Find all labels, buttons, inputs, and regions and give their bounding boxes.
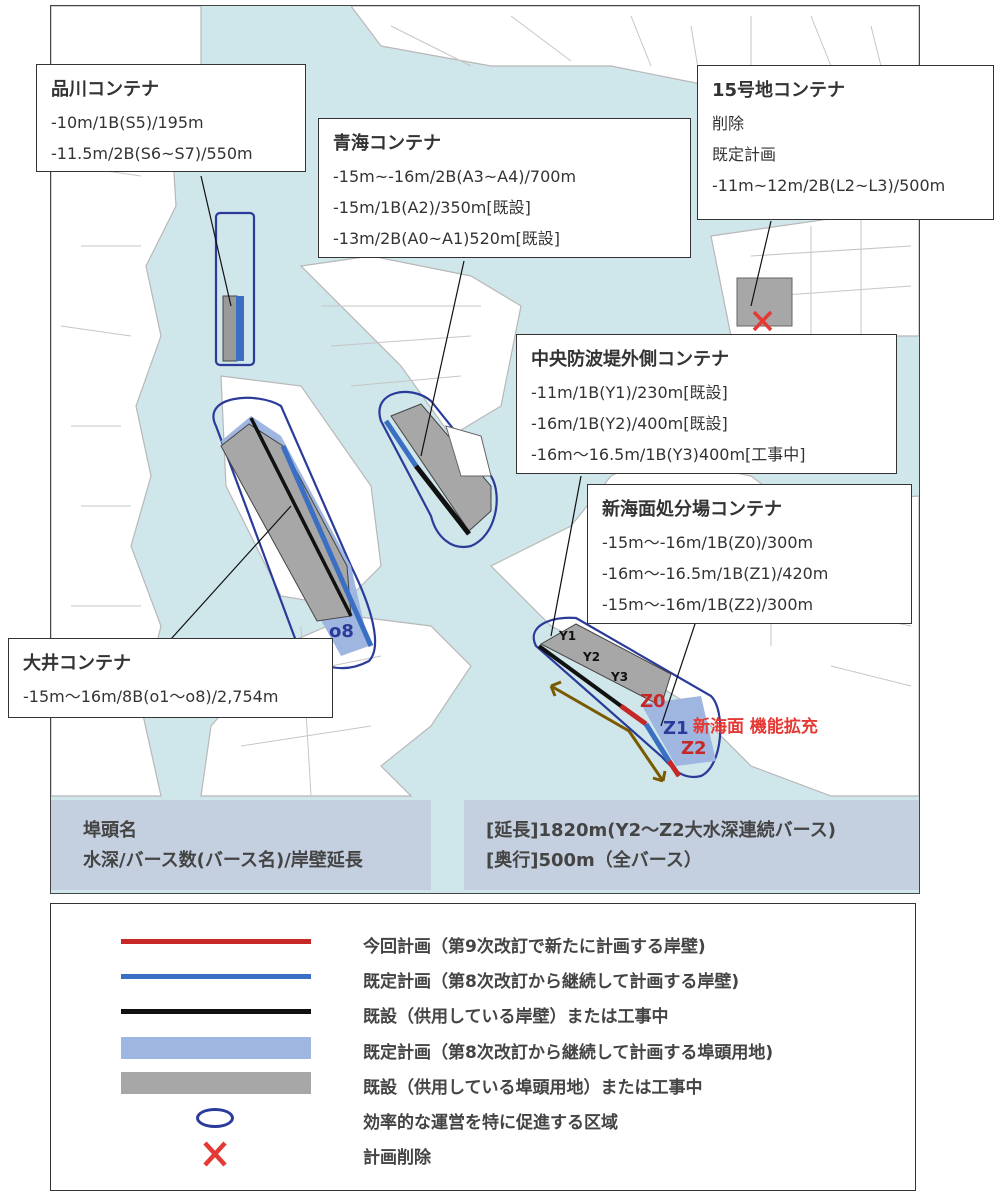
key-box-dimensions: [延長]1820m(Y2〜Z2大水深連続バース) [奥行]500m（全バース） — [464, 800, 919, 890]
callout-shinagawa: 品川コンテナ -10m/1B(S5)/195m -11.5m/2B(S6~S7)… — [36, 64, 306, 172]
legend-blue-area — [121, 1032, 311, 1066]
shinagawa-zone-oval — [214, 211, 256, 367]
legend-item-deleted: 計画削除 — [51, 1137, 915, 1171]
legend-item-existing-plan-berth: 既定計画（第8次改訂から継続して計画する岸壁) — [51, 961, 915, 995]
callout-line: -11m/1B(Y1)/230m[既設] — [531, 383, 728, 402]
callout-shinkaimen: 新海面処分場コンテナ -15m〜-16m/1B(Z0)/300m -16m〜-1… — [587, 484, 912, 624]
callout-title: 中央防波堤外側コンテナ — [531, 349, 729, 370]
callout-line: -16m/1B(Y2)/400m[既設] — [531, 414, 728, 433]
legend: 今回計画（第9次改訂で新たに計画する岸壁) 既定計画（第8次改訂から継続して計画… — [50, 903, 916, 1191]
shinagawa-existing-area — [222, 295, 238, 362]
shinagawa-planned-berth — [236, 296, 244, 361]
aomi-existing-berth — [414, 464, 471, 536]
no15-cross-icon — [752, 310, 773, 332]
callout-no15: 15号地コンテナ 削除 既定計画 -11m~12m/2B(L2~L3)/500m — [697, 65, 994, 220]
callout-line: -15m〜16m/8B(o1〜o8)/2,754m — [23, 687, 279, 706]
callout-chuo: 中央防波堤外側コンテナ -11m/1B(Y1)/230m[既設] -16m/1B… — [516, 334, 897, 474]
callout-line: -10m/1B(S5)/195m — [51, 113, 204, 132]
key-depth: [奥行]500m（全バース） — [486, 850, 702, 871]
leader-lines — [170, 175, 772, 727]
label-y3: Y3 — [611, 670, 629, 684]
callout-line: -15m〜-16m/1B(Z0)/300m — [602, 533, 814, 552]
z2-planned-berth — [666, 759, 682, 778]
chuo-existing-berth — [537, 644, 623, 708]
callout-title: 品川コンテナ — [51, 79, 159, 100]
legend-text: 既設（供用している埠頭用地）または工事中 — [363, 1078, 703, 1098]
legend-blue-line — [121, 961, 311, 995]
callout-line: 既定計画 — [712, 145, 777, 164]
chuo-existing-area — [539, 623, 672, 707]
length-arrow — [550, 684, 665, 782]
legend-item-existing-area: 既設（供用している埠頭用地）または工事中 — [51, 1067, 915, 1101]
label-o8: o8 — [329, 621, 354, 642]
legend-item-existing-plan-area: 既定計画（第8次改訂から継続して計画する埠頭用地) — [51, 1032, 915, 1066]
legend-red-line — [121, 926, 311, 960]
label-y1: Y1 — [559, 629, 577, 643]
legend-text: 効率的な運営を特に促進する区域 — [363, 1113, 618, 1133]
shinkaimen-planned-area — [641, 696, 716, 766]
key-box-berth-format: 埠頭名 水深/バース数(バース名)/岸壁延長 — [51, 800, 431, 890]
callout-aomi: 青海コンテナ -15m~-16m/2B(A3~A4)/700m -15m/1B(… — [318, 118, 691, 258]
key-berth-name: 埠頭名 — [83, 820, 137, 841]
callout-line: -11.5m/2B(S6~S7)/550m — [51, 144, 253, 163]
callout-line: -13m/2B(A0~A1)520m[既設] — [333, 229, 561, 248]
legend-text: 既定計画（第8次改訂から継続して計画する岸壁) — [363, 972, 740, 992]
legend-text: 既定計画（第8次改訂から継続して計画する埠頭用地) — [363, 1043, 774, 1063]
callout-title: 大井コンテナ — [23, 653, 131, 674]
oi-existing-berth — [249, 417, 353, 617]
aomi-zone-oval — [378, 390, 498, 549]
aomi-existing-area — [390, 403, 492, 532]
legend-black-line — [121, 996, 311, 1030]
callout-oi: 大井コンテナ -15m〜16m/8B(o1〜o8)/2,754m — [8, 638, 333, 718]
legend-cross-icon — [121, 1137, 311, 1171]
legend-item-promotion-zone: 効率的な運営を特に促進する区域 — [51, 1102, 915, 1136]
label-z2: Z2 — [681, 738, 707, 759]
aomi-planned-berth — [383, 419, 419, 468]
oi-planned-berth — [280, 444, 374, 648]
legend-text: 既設（供用している岸壁）または工事中 — [363, 1007, 669, 1027]
callout-line: -16m〜-16.5m/1B(Z1)/420m — [602, 564, 829, 583]
callout-line: -11m~12m/2B(L2~L3)/500m — [712, 176, 946, 195]
legend-text: 今回計画（第9次改訂で新たに計画する岸壁) — [363, 937, 706, 957]
callout-title: 新海面処分場コンテナ — [602, 499, 782, 520]
callout-line: -15m〜-16m/1B(Z2)/300m — [602, 595, 814, 614]
legend-gray-area — [121, 1067, 311, 1101]
label-z0: Z0 — [640, 691, 666, 712]
callout-title: 青海コンテナ — [333, 133, 441, 154]
callout-title: 15号地コンテナ — [712, 80, 846, 101]
z0-planned-berth — [619, 703, 648, 727]
callout-line: -15m/1B(A2)/350m[既設] — [333, 198, 531, 217]
key-length: [延長]1820m(Y2〜Z2大水深連続バース) — [486, 820, 836, 841]
legend-oval-icon — [121, 1102, 311, 1136]
legend-text: 計画削除 — [363, 1148, 431, 1168]
key-berth-spec: 水深/バース数(バース名)/岸壁延長 — [83, 850, 363, 871]
label-expansion: 新海面 機能拡充 — [693, 717, 818, 737]
legend-item-existing-berth: 既設（供用している岸壁）または工事中 — [51, 996, 915, 1030]
callout-line: -16m〜16.5m/1B(Y3)400m[工事中] — [531, 445, 806, 464]
z1-planned-berth — [643, 722, 672, 763]
callout-line: -15m~-16m/2B(A3~A4)/700m — [333, 167, 577, 186]
label-z1: Z1 — [663, 718, 689, 739]
oi-existing-area — [220, 423, 352, 622]
legend-item-new-plan-berth: 今回計画（第9次改訂で新たに計画する岸壁) — [51, 926, 915, 960]
label-y2: Y2 — [583, 650, 601, 664]
callout-line: 削除 — [712, 114, 745, 133]
